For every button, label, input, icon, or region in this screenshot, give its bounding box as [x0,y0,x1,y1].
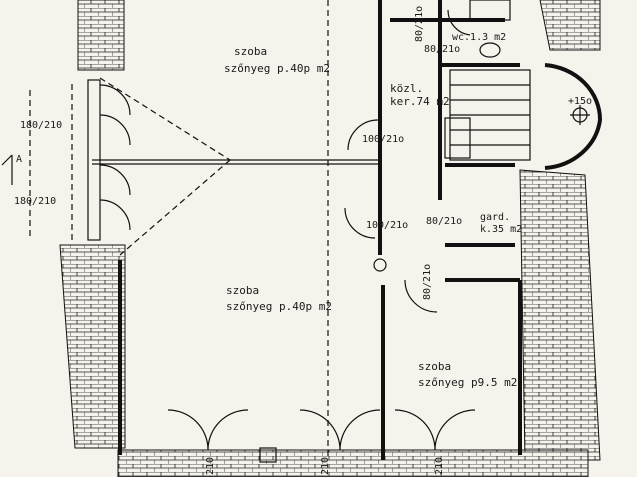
wc-label: wc.1.3 m2 [452,32,506,43]
wc-door-dimension-vertical: 80/21o [414,6,425,42]
corridor-name: közl. [390,82,423,95]
right-roof-hatch [519,0,601,461]
middle-door-dimension: 100/21o [366,220,408,231]
right-room-name: szoba [418,360,451,373]
top-room-name: szoba [234,45,267,58]
corridor-area: ker.74 m2 [390,95,450,108]
left-roof-hatch [59,0,126,449]
section-marker-label: A [16,154,22,165]
fixtures [259,42,501,463]
wardrobe-door-dimension: 80/21o [426,216,462,227]
top-room-floor: szőnyeg p.40p m2 [224,62,330,75]
corridor-door-dimension: 100/21o [362,134,404,145]
walls [87,0,522,460]
bottom-hatch [117,449,589,477]
section-marker: A [1,154,22,185]
left-window-bottom-dimension: 180/210 [14,196,56,207]
bottom-door-1-dimension: 210 [205,457,216,475]
roof-dashed-lines [29,0,329,460]
wardrobe-area: k.35 m2 [480,224,522,235]
bottom-door-3-dimension: 210 [434,457,445,475]
middle-room-floor: szőnyeg p.40p m2 [226,300,332,313]
left-window-top-dimension: 180/210 [20,120,62,131]
stair-level: +15o [568,96,592,107]
staircase [449,63,603,170]
wardrobe-name: gard. [480,212,510,223]
right-door-dimension: 80/21o [422,264,433,300]
right-room-floor: szőnyeg p9.5 m2 [418,376,517,389]
middle-room-name: szoba [226,284,259,297]
bottom-door-2-dimension: 210 [320,457,331,475]
door-swings [99,9,476,451]
wc-door-dimension: 80/21o [424,44,460,55]
